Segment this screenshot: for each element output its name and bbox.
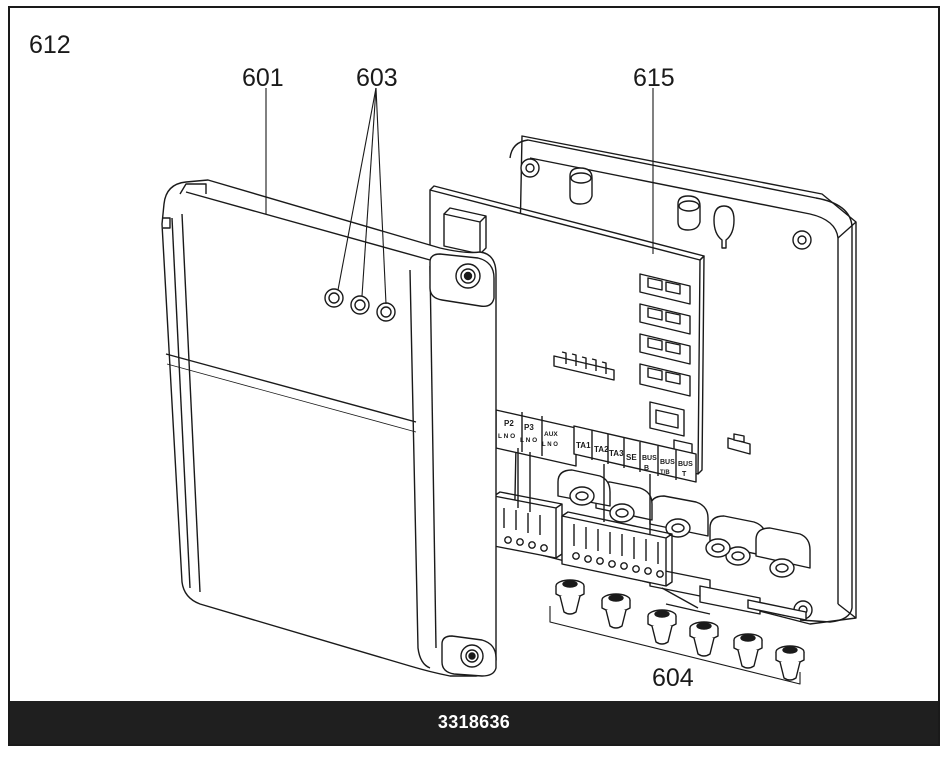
terminal-label-bus-t-sub: T	[682, 471, 687, 478]
cable-glands	[549, 579, 805, 685]
terminal-label-p2: P2	[504, 419, 514, 428]
callout-615-board: 615	[633, 64, 675, 92]
figure-number: 612	[29, 31, 71, 59]
terminal-label-aux-sub: L N O	[542, 442, 558, 448]
figure-frame: P2 L N O P3 L N O AUX L N O TA1 TA2 TA3 …	[8, 6, 940, 746]
callout-603-leds: 603	[356, 64, 398, 92]
terminal-label-aux: AUX	[544, 431, 558, 438]
terminal-label-p2-sub: L N O	[498, 433, 515, 440]
callout-601-front-cover: 601	[242, 64, 284, 92]
circuit-board	[429, 185, 705, 483]
footer-bar: 3318636	[10, 701, 938, 744]
terminal-label-ta1: TA1	[576, 441, 591, 450]
terminal-blocks	[493, 491, 673, 587]
terminal-label-p3-sub: L N O	[520, 437, 537, 444]
terminal-label-p3: P3	[524, 423, 534, 432]
terminal-label-bus-tb-sub: T/B	[660, 470, 670, 476]
exploded-view-drawing: P2 L N O P3 L N O AUX L N O TA1 TA2 TA3 …	[161, 87, 857, 685]
terminal-label-ta2: TA2	[594, 445, 609, 454]
document-code: 3318636	[437, 712, 511, 732]
terminal-label-bus-t: BUS	[678, 461, 693, 468]
callout-604-cable-glands: 604	[652, 664, 694, 692]
front-cover	[161, 179, 497, 677]
terminal-label-bus-b-sub: B	[644, 465, 649, 472]
terminal-label-ta3: TA3	[609, 449, 624, 458]
terminal-label-bus-tb: BUS	[660, 459, 675, 466]
terminal-label-se: SE	[626, 453, 637, 462]
leader-lines	[265, 87, 654, 305]
led-indicators	[324, 288, 396, 322]
terminal-label-bus-b: BUS	[642, 455, 657, 462]
